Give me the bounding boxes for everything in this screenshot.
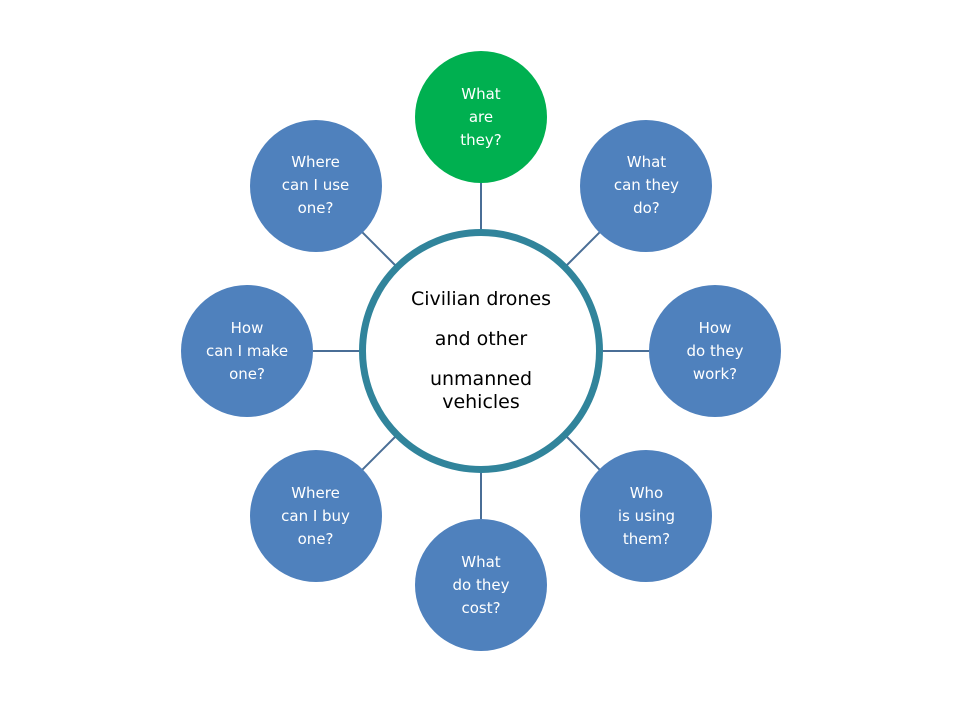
- topic-node-line: What: [461, 84, 501, 103]
- connector-line: [361, 231, 396, 266]
- topic-node-where-can-i-buy-one[interactable]: Where can I buy one?: [249, 450, 382, 583]
- topic-node-line: can they: [613, 176, 680, 195]
- topic-node-line: Who: [629, 483, 664, 502]
- central-topic-line: Civilian drones: [410, 288, 552, 310]
- topic-node-line: one?: [297, 199, 334, 218]
- topic-node-how-do-they-work[interactable]: How do they work?: [649, 285, 781, 417]
- central-topic-line: and other: [434, 328, 528, 350]
- topic-node-line: do?: [633, 199, 660, 218]
- connector-line: [480, 473, 482, 519]
- topic-node-line: Where: [291, 153, 340, 172]
- topic-node-line: them?: [622, 529, 671, 548]
- connector-line: [480, 183, 482, 229]
- topic-node-line: can I use: [281, 176, 350, 195]
- connector-line: [566, 436, 601, 471]
- topic-node-line: How: [698, 318, 732, 337]
- topic-node-line: do they: [452, 575, 510, 594]
- topic-node-how-can-i-make-one[interactable]: How can I make one?: [181, 285, 313, 417]
- topic-node-line: can I make: [205, 341, 289, 360]
- topic-node-what-do-they-cost[interactable]: What do they cost?: [415, 519, 547, 651]
- topic-node-line: Where: [291, 483, 340, 502]
- topic-node-line: What: [626, 153, 667, 172]
- connector-line: [361, 436, 396, 471]
- connector-line: [566, 231, 601, 266]
- topic-node-line: can I buy: [281, 506, 350, 525]
- topic-node-what-are-they[interactable]: What are they?: [415, 51, 547, 183]
- topic-node-line: How: [230, 318, 264, 337]
- topic-node-line: is using: [617, 506, 676, 525]
- central-topic: Civilian drones and other unmanned vehic…: [359, 229, 603, 473]
- topic-node-line: What: [461, 552, 501, 571]
- topic-node-line: cost?: [461, 598, 501, 617]
- topic-node-line: are: [468, 107, 494, 126]
- connector-line: [603, 350, 649, 352]
- connector-line: [313, 350, 359, 352]
- topic-node-line: work?: [692, 364, 738, 383]
- topic-node-line: one?: [229, 364, 265, 383]
- topic-node-line: one?: [297, 529, 334, 548]
- topic-node-where-can-i-use-one[interactable]: Where can I use one?: [249, 119, 382, 252]
- central-topic-line: unmanned: [429, 368, 533, 390]
- topic-node-line: do they: [686, 341, 744, 360]
- central-topic-line: vehicles: [442, 391, 520, 413]
- topic-node-what-can-they-do[interactable]: What can they do?: [580, 119, 713, 252]
- topic-node-line: they?: [460, 130, 502, 149]
- topic-node-who-is-using-them[interactable]: Who is using them?: [580, 450, 713, 583]
